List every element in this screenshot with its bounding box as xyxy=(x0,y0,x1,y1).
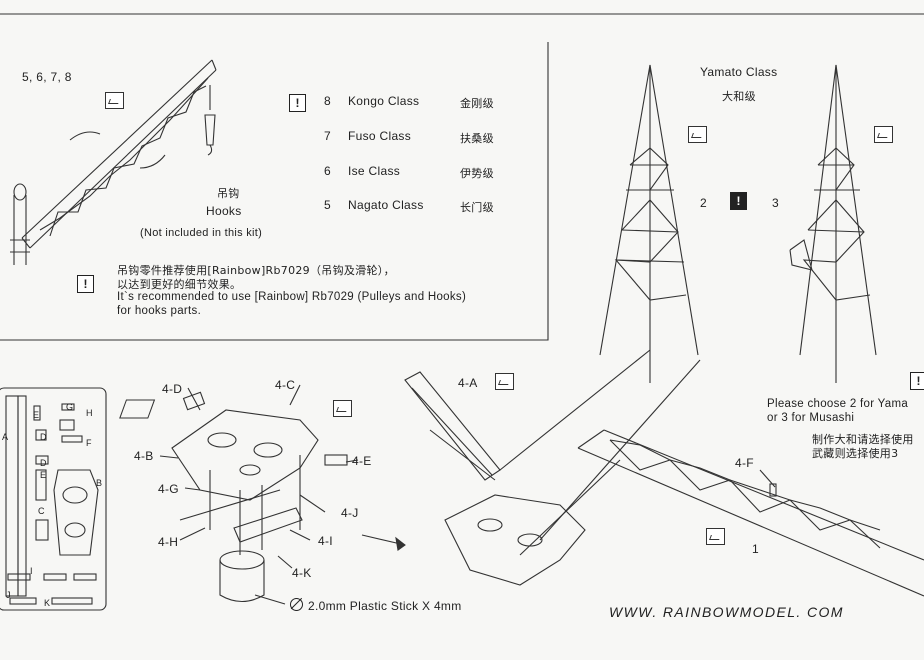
part-label-4j: 4-J xyxy=(341,506,359,520)
glue-icon xyxy=(688,126,707,143)
part-label-4c: 4-C xyxy=(275,378,296,392)
choose-note-cn-1: 制作大和请选择使用 xyxy=(812,433,914,446)
crane-boom-drawing xyxy=(10,59,217,265)
class-name: Ise Class xyxy=(348,164,401,178)
fret-letter: J xyxy=(6,590,11,600)
class-name-cn: 长门级 xyxy=(460,201,494,214)
warning-icon: ! xyxy=(730,192,747,210)
class-name: Kongo Class xyxy=(348,94,420,108)
yamato-mast-3-drawing xyxy=(789,64,877,383)
base-plate-4b-drawing xyxy=(119,391,348,605)
fret-letter: I xyxy=(30,566,33,576)
fret-letter: K xyxy=(44,598,51,608)
part-label-4b: 4-B xyxy=(134,449,154,463)
fret-letter: B xyxy=(96,478,103,488)
diameter-icon xyxy=(290,597,303,611)
fret-letter: C xyxy=(38,506,45,516)
class-name: Fuso Class xyxy=(348,129,412,143)
glue-icon xyxy=(495,373,514,390)
step-numbers: 5, 6, 7, 8 xyxy=(22,70,72,84)
hooks-label: Hooks xyxy=(206,204,242,218)
glue-icon xyxy=(333,400,352,417)
choose-note-2: or 3 for Musashi xyxy=(767,412,855,424)
photo-etch-fret-drawing xyxy=(0,387,107,611)
class-num: 8 xyxy=(324,94,331,108)
class-num: 6 xyxy=(324,164,331,178)
assembled-base-drawing xyxy=(404,349,701,586)
recommend-note-cn-2: 以达到更好的细节效果。 xyxy=(117,278,242,291)
class-name-cn: 金刚级 xyxy=(460,97,494,110)
part-label-4k: 4-K xyxy=(292,566,312,580)
recommend-note-cn-1: 吊钩零件推荐使用[Rainbow]Rb7029（吊钩及滑轮）， xyxy=(117,264,395,277)
recommend-note-en-2: for hooks parts. xyxy=(117,305,202,317)
class-num: 7 xyxy=(324,129,331,143)
part-label-4h: 4-H xyxy=(158,535,179,549)
not-included-note: (Not included in this kit) xyxy=(140,227,263,239)
warning-icon: ! xyxy=(77,275,94,293)
part-label-4e: 4-E xyxy=(352,454,372,468)
fret-letter: G xyxy=(66,402,74,412)
yamato-title: Yamato Class xyxy=(700,65,778,79)
class-name-cn: 扶桑级 xyxy=(460,132,494,145)
glue-icon xyxy=(105,92,124,109)
part-label-4g: 4-G xyxy=(158,482,179,496)
class-name-cn: 伊势级 xyxy=(460,167,494,180)
part-label-4f: 4-F xyxy=(735,456,754,470)
part-label-4d: 4-D xyxy=(162,382,183,396)
fret-letter: D xyxy=(40,458,47,468)
warning-icon: ! xyxy=(910,372,924,390)
fret-letter: E xyxy=(40,470,47,480)
option-2-label: 2 xyxy=(700,196,707,210)
warning-icon: ! xyxy=(289,94,306,112)
fret-letter: H xyxy=(86,408,93,418)
part-label-1: 1 xyxy=(752,542,759,556)
fret-letter: D xyxy=(40,432,47,442)
website-url: WWW. RAINBOWMODEL. COM xyxy=(609,604,844,620)
choose-note-1: Please choose 2 for Yama xyxy=(767,398,909,410)
main-boom-part-1-drawing xyxy=(577,429,924,597)
glue-icon xyxy=(874,126,893,143)
fret-letter: E xyxy=(33,410,40,420)
class-name: Nagato Class xyxy=(348,198,424,212)
yamato-mast-2-drawing xyxy=(599,64,699,383)
class-num: 5 xyxy=(324,198,331,212)
choose-note-cn-2: 武藏则选择使用3 xyxy=(812,447,899,460)
fret-letter: F xyxy=(86,438,92,448)
glue-icon xyxy=(706,528,725,545)
recommend-note-en-1: It`s recommended to use [Rainbow] Rb7029… xyxy=(117,291,467,303)
plastic-stick-text: 2.0mm Plastic Stick X 4mm xyxy=(308,599,462,613)
hooks-label-cn: 吊钩 xyxy=(217,187,240,200)
plastic-stick-note: 2.0mm Plastic Stick X 4mm xyxy=(290,597,462,613)
yamato-title-cn: 大和级 xyxy=(722,90,756,103)
part-label-4a: 4-A xyxy=(458,376,478,390)
fret-letter: A xyxy=(2,432,9,442)
option-3-label: 3 xyxy=(772,196,779,210)
part-label-4i: 4-I xyxy=(318,534,333,548)
